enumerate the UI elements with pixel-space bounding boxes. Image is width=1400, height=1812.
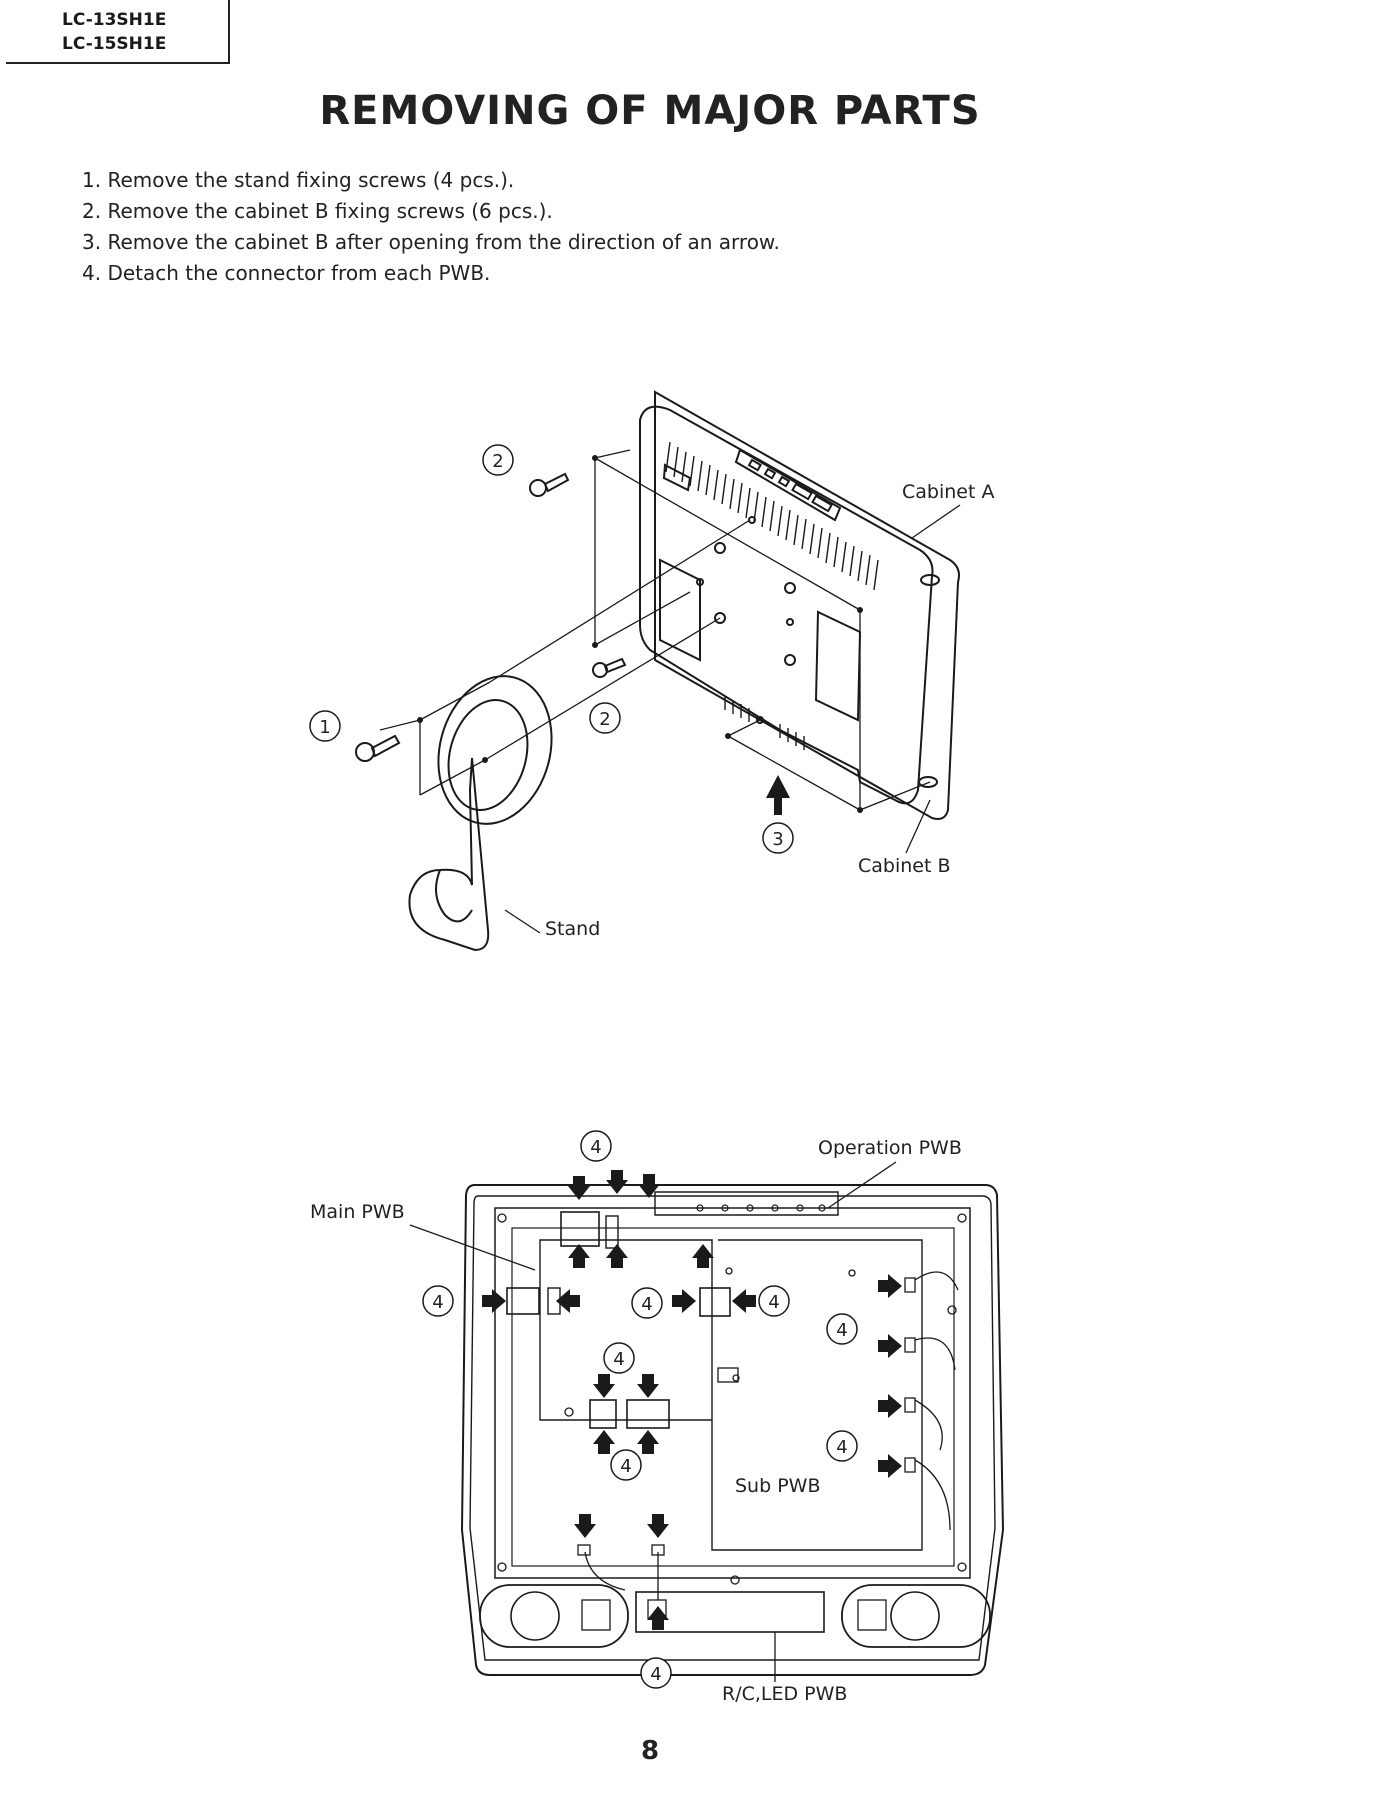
- speaker-right: [841, 1584, 991, 1648]
- instruction-step: 3. Remove the cabinet B after opening fr…: [82, 230, 780, 254]
- arrow-right-icon: [482, 1289, 506, 1313]
- callout-circle: [631, 1287, 663, 1319]
- instruction-step: 4. Detach the connector from each PWB.: [82, 261, 491, 285]
- instruction-list: 1. Remove the stand fixing screws (4 pcs…: [82, 165, 780, 289]
- label-rc-led-pwb: R/C,LED PWB: [722, 1683, 847, 1705]
- housing-outline: [460, 1184, 1005, 1676]
- callout-number: 4: [768, 1292, 779, 1313]
- label-stand: Stand: [545, 918, 600, 940]
- callout-circle: [762, 822, 794, 854]
- callout-circle: [758, 1285, 790, 1317]
- callout-circle: [826, 1430, 858, 1462]
- arrow-down-icon: [637, 1374, 659, 1398]
- callout-number: 4: [620, 1456, 631, 1477]
- cabinet-b-body: [639, 405, 934, 805]
- label-cabinet-b: Cabinet B: [858, 855, 951, 877]
- callout-number: 4: [590, 1137, 601, 1158]
- arrow-down-icon: [638, 1174, 660, 1198]
- arrow-down-icon: [606, 1170, 628, 1194]
- label-operation-pwb: Operation PWB: [818, 1137, 962, 1159]
- arrow-right-icon: [878, 1274, 902, 1298]
- arrow-down-icon: [647, 1514, 669, 1538]
- speaker-left: [479, 1584, 629, 1648]
- arrow-up-icon: [647, 1606, 669, 1630]
- screw-icon: [592, 657, 627, 678]
- screw-icon: [355, 734, 401, 762]
- callout-number: 4: [836, 1320, 847, 1341]
- callout-number: 2: [492, 451, 503, 472]
- callout-circle: [603, 1342, 635, 1374]
- stand-arm: [408, 757, 490, 952]
- label-main-pwb: Main PWB: [310, 1201, 405, 1223]
- callout-number: 4: [641, 1294, 652, 1315]
- model-number-2: LC-15SH1E: [62, 34, 167, 54]
- instruction-step: 1. Remove the stand fixing screws (4 pcs…: [82, 168, 515, 192]
- callout-number: 4: [836, 1437, 847, 1458]
- page-number: 8: [640, 1736, 660, 1766]
- main-pwb-board: [539, 1239, 713, 1421]
- callout-circle: [826, 1313, 858, 1345]
- callout-number: 1: [319, 717, 330, 738]
- callout-circle: [640, 1657, 672, 1689]
- stand-base-disk: [437, 675, 553, 825]
- arrow-up-icon: [766, 775, 790, 815]
- callout-circle: [610, 1449, 642, 1481]
- arrow-left-icon: [556, 1289, 580, 1313]
- arrow-left-icon: [732, 1289, 756, 1313]
- label-cabinet-a: Cabinet A: [902, 481, 994, 503]
- arrow-right-icon: [878, 1454, 902, 1478]
- callout-number: 2: [599, 709, 610, 730]
- exploded-view-diagram: 2 2 1 3 Cabinet A Cabinet B Stand: [309, 390, 994, 952]
- arrow-up-icon: [637, 1430, 659, 1454]
- label-sub-pwb: Sub PWB: [735, 1475, 820, 1497]
- page-title: REMOVING OF MAJOR PARTS: [319, 88, 981, 134]
- arrow-up-icon: [593, 1430, 615, 1454]
- arrow-right-icon: [878, 1334, 902, 1358]
- arrow-up-icon: [568, 1244, 590, 1268]
- model-number-1: LC-13SH1E: [62, 10, 167, 30]
- callout-circle: [589, 702, 621, 734]
- rc-led-pwb-board: [635, 1591, 825, 1633]
- callout-number: 3: [772, 829, 783, 850]
- callout-circle: [482, 444, 514, 476]
- callout-circle: [309, 710, 341, 742]
- arrow-right-icon: [878, 1394, 902, 1418]
- arrow-right-icon: [672, 1289, 696, 1313]
- instruction-step: 2. Remove the cabinet B fixing screws (6…: [82, 199, 553, 223]
- callout-number: 4: [650, 1664, 661, 1685]
- arrow-up-icon: [606, 1244, 628, 1268]
- model-number-box: LC-13SH1E LC-15SH1E: [6, 0, 230, 64]
- arrow-down-icon: [568, 1176, 590, 1200]
- pwb-layout-diagram: 4 4 4 4 4 4 4 4 4 Operation PWB Main PWB…: [310, 1130, 1005, 1705]
- callout-circle: [422, 1285, 454, 1317]
- screw-icon: [529, 472, 570, 497]
- callout-circle: [580, 1130, 612, 1162]
- callout-number: 4: [613, 1349, 624, 1370]
- arrow-down-icon: [593, 1374, 615, 1398]
- callout-number: 4: [432, 1292, 443, 1313]
- arrow-down-icon: [574, 1514, 596, 1538]
- cabinet-a-outline: [654, 390, 960, 820]
- sub-pwb-board: [711, 1239, 923, 1551]
- arrow-up-icon: [692, 1244, 714, 1268]
